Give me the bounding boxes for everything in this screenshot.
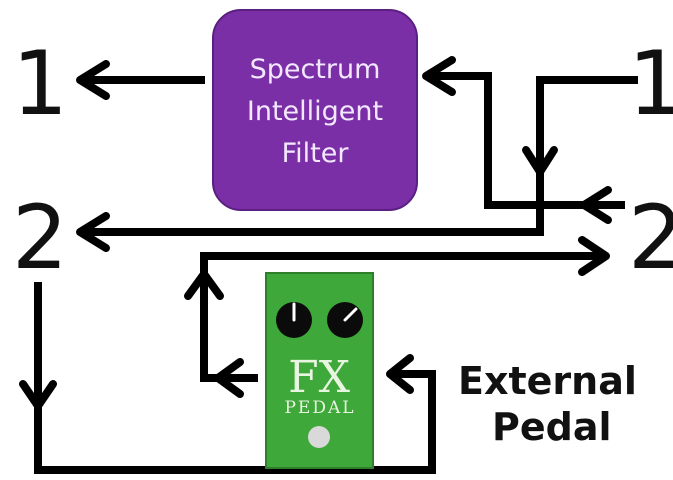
left-port-2-label: 2 <box>12 186 68 289</box>
wire-right-1-to-left-2 <box>76 76 638 252</box>
fx-pedal-label-pedal: PEDAL <box>284 398 355 418</box>
arrow-left-icon <box>214 358 244 398</box>
arrow-left-icon <box>76 60 110 100</box>
filter-block-label-line-2: Intelligent <box>247 96 383 127</box>
arrow-down-icon <box>19 380 57 410</box>
left-port-1-label: 1 <box>12 32 68 135</box>
fx-pedal-knob-right-icon <box>327 302 363 338</box>
filter-block-label-line-1: Spectrum <box>250 54 381 85</box>
fx-pedal: FX PEDAL <box>265 272 374 469</box>
fx-pedal-knob-left-icon <box>276 302 312 338</box>
wire-filter-to-left-1 <box>76 60 205 100</box>
wire-left-2-to-fx-input <box>19 282 436 474</box>
wire-fx-output-to-right-2 <box>184 236 610 398</box>
arrow-down-icon <box>522 146 558 176</box>
arrow-up-icon <box>184 270 224 300</box>
arrow-right-icon <box>578 236 610 276</box>
external-pedal-label-line-1: External <box>458 359 637 403</box>
external-pedal-label-line-2: Pedal <box>492 405 612 449</box>
spectrum-intelligent-filter-block: Spectrum Intelligent Filter <box>212 9 418 211</box>
fx-pedal-label-fx: FX <box>288 352 351 403</box>
filter-block-body <box>212 9 418 211</box>
right-port-2-label: 2 <box>628 186 673 289</box>
wire-right-2-to-filter <box>422 56 625 224</box>
arrow-left-icon <box>76 212 110 252</box>
arrow-left-icon <box>386 354 414 394</box>
filter-block-label-line-3: Filter <box>282 138 350 169</box>
arrow-left-icon <box>580 186 612 224</box>
arrow-left-icon <box>422 56 456 96</box>
fx-pedal-footswitch-icon <box>308 426 330 448</box>
